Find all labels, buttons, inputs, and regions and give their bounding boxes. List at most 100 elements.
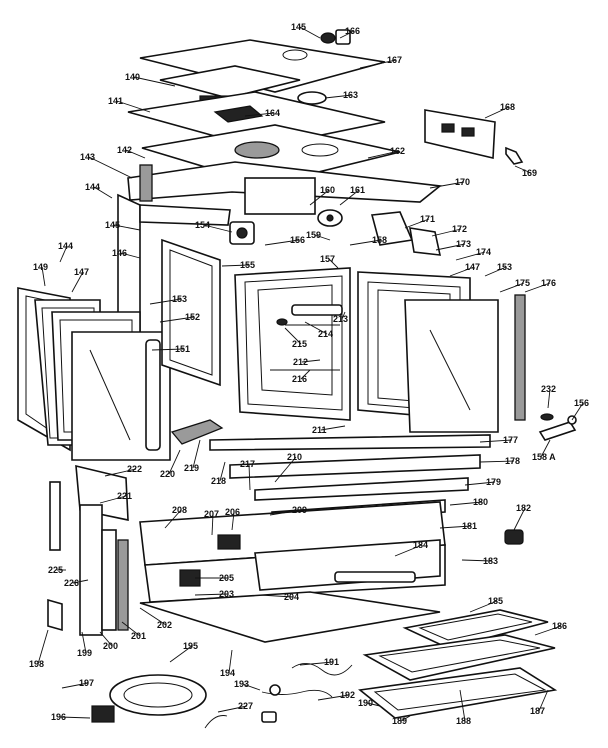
leader-line xyxy=(113,224,141,231)
callout-c190: 190 xyxy=(358,698,381,708)
callout-label: 186 xyxy=(552,621,567,631)
callout-label: 175 xyxy=(515,278,530,288)
side-bracket-168 xyxy=(424,109,496,159)
callout-label: 207 xyxy=(204,509,219,519)
callout-c211: 211 xyxy=(312,425,346,435)
leader-line xyxy=(514,165,532,174)
leader-line xyxy=(116,100,151,113)
callout-label: 145 xyxy=(105,220,120,230)
callout-c215: 215 xyxy=(284,327,307,349)
callout-c180: 180 xyxy=(449,497,488,507)
callout-c192: 192 xyxy=(317,690,355,701)
callout-c197: 197 xyxy=(61,678,94,689)
callout-label: 141 xyxy=(108,96,123,106)
callout-c163: 163 xyxy=(324,90,358,100)
callout-c213: 213 xyxy=(333,311,348,324)
callout-label: 166 xyxy=(345,26,360,36)
leader-line xyxy=(484,266,507,277)
callout-label: 163 xyxy=(343,90,358,100)
callout-c219: 219 xyxy=(184,439,201,473)
callout-c176: 176 xyxy=(524,278,556,293)
callout-label: 193 xyxy=(234,679,249,689)
callout-c203: 203 xyxy=(194,589,234,599)
callout-label: 167 xyxy=(387,55,402,65)
callout-label: 190 xyxy=(358,698,373,708)
leader-line xyxy=(479,460,515,463)
callout-c143: 143 xyxy=(80,152,133,179)
leader-line xyxy=(228,649,233,674)
leader-line xyxy=(484,106,510,119)
callout-c158a: 158 A xyxy=(532,439,556,462)
leader-line xyxy=(439,525,472,529)
callout-label: 178 xyxy=(505,456,520,466)
callout-c184: 184 xyxy=(394,540,428,557)
leader-line xyxy=(88,156,133,179)
callout-c140: 140 xyxy=(125,72,176,87)
leader-line xyxy=(394,544,423,557)
callout-label: 227 xyxy=(238,701,253,711)
callout-c207: 207 xyxy=(204,509,219,536)
callout-label: 185 xyxy=(488,596,503,606)
cooktop-panel-142 xyxy=(141,124,401,186)
callout-c209: 209 xyxy=(269,505,307,516)
leader-line xyxy=(571,402,584,421)
callout-label: 168 xyxy=(500,102,515,112)
callout-label: 187 xyxy=(530,706,545,716)
callout-c161: 161 xyxy=(339,185,365,206)
callout-label: 162 xyxy=(390,146,405,156)
callout-c218: 218 xyxy=(211,461,226,486)
leader-line xyxy=(314,234,331,241)
callout-label: 222 xyxy=(127,464,142,474)
leader-line xyxy=(99,495,127,504)
leader-line xyxy=(299,26,321,39)
callout-label: 140 xyxy=(125,72,140,82)
callout-label: 164 xyxy=(265,108,280,118)
callout-c198: 198 xyxy=(29,629,49,669)
brackets-171-174 xyxy=(370,211,442,256)
callout-label: 144 xyxy=(58,241,73,251)
callout-c206: 206 xyxy=(225,507,240,531)
leader-line xyxy=(304,321,328,335)
callout-c144: 144 xyxy=(85,182,113,199)
window-pane-155 xyxy=(161,238,221,387)
leader-line xyxy=(435,243,466,251)
callout-c204: 204 xyxy=(259,592,299,602)
callout-label: 160 xyxy=(320,185,335,195)
leader-line xyxy=(221,264,250,267)
leader-line xyxy=(192,439,201,469)
callout-c147b: 147 xyxy=(71,267,89,293)
leader-line xyxy=(81,631,87,654)
top-frame-143-170 xyxy=(127,161,442,215)
leader-line xyxy=(284,327,302,345)
callout-label: 201 xyxy=(131,631,146,641)
callout-c221: 221 xyxy=(99,491,132,504)
callout-c166: 166 xyxy=(339,26,360,39)
bracket-225-198 xyxy=(47,481,63,632)
callout-c178: 178 xyxy=(479,456,520,466)
callout-c225: 225 xyxy=(48,565,66,575)
leader-line xyxy=(59,245,68,263)
callout-label: 203 xyxy=(219,589,234,599)
leader-line xyxy=(320,425,346,431)
callout-c141: 141 xyxy=(108,96,151,113)
callout-label: 155 xyxy=(240,260,255,270)
callout-c151: 151 xyxy=(151,344,190,354)
callout-label: 210 xyxy=(287,452,302,462)
callout-c202: 202 xyxy=(139,607,172,630)
callout-label: 213 xyxy=(333,314,348,324)
callout-label: 146 xyxy=(112,248,127,258)
leader-line xyxy=(538,689,549,712)
callout-c159: 159 xyxy=(306,230,331,241)
leader-line xyxy=(309,189,330,206)
leader-line xyxy=(264,239,300,246)
callout-c193: 193 xyxy=(234,679,261,691)
leader-line xyxy=(203,224,233,233)
callout-label: 159 xyxy=(306,230,321,240)
callout-c145: 145 xyxy=(291,22,321,39)
callout-c172: 172 xyxy=(431,224,467,237)
callout-c183: 183 xyxy=(461,556,498,566)
callout-label: 209 xyxy=(292,505,307,515)
leader-line xyxy=(269,509,302,516)
callout-label: 154 xyxy=(195,220,210,230)
